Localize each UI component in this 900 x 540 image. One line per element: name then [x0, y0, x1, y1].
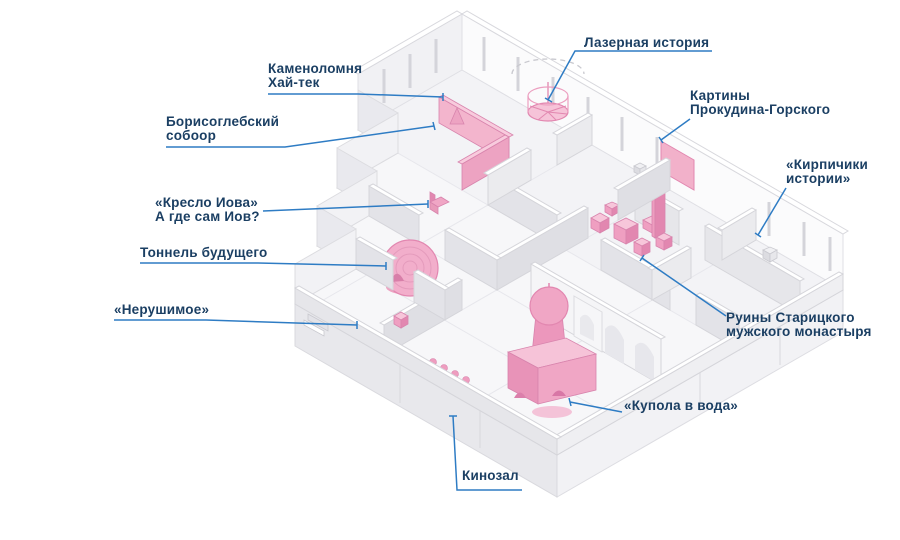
label-kirpichiki: «Кирпичики истории»: [786, 157, 868, 186]
pink-box: [393, 311, 409, 329]
spine-wall: [378, 157, 672, 356]
back-wall-nw: [352, 10, 463, 131]
leader-kirpichiki: [754, 187, 787, 238]
label-nerushimoe: «Нерушимое»: [114, 302, 210, 317]
leader-kinozal: [449, 415, 522, 491]
pink-room-walls: [438, 94, 514, 191]
midroom-wall: [367, 183, 503, 291]
label-kartiny: Картины Прокудина-Горского: [690, 88, 831, 117]
window-slits-nw: [382, 39, 438, 103]
pink-church: [506, 283, 603, 418]
label-kamenolomnya: Каменоломня Хай-тек: [268, 61, 363, 90]
label-borisoglebsky: Борисоглебский собоор: [166, 114, 280, 143]
leader-borisoglebsky: [166, 121, 436, 148]
label-tonnel: Тоннель будущего: [140, 245, 268, 260]
leader-nerushimoe: [114, 319, 358, 329]
step-walls: [294, 89, 399, 305]
wall-right-rooms: [646, 207, 758, 301]
label-kinozal: Кинозал: [462, 468, 519, 483]
leader-tonnel: [140, 262, 387, 270]
pink-cone: [449, 107, 465, 125]
spiral-staircase: [511, 58, 585, 122]
label-kreslo-iova: «Кресло Иова» А где сам Иов?: [155, 195, 260, 224]
leader-kamenolomnya: [268, 93, 444, 101]
label-laser-history: Лазерная история: [584, 35, 710, 50]
front-left-wall: [354, 236, 451, 321]
leader-kartiny: [658, 118, 691, 144]
wall-kamenolomnya: [482, 112, 594, 206]
leader-kupola: [568, 397, 623, 413]
chair: [429, 191, 450, 215]
leader-ruiny: [639, 254, 727, 317]
leader-lines: [114, 50, 787, 491]
leader-kreslo-iova: [262, 200, 429, 212]
perimeter-low-walls: [293, 271, 845, 456]
label-ruiny: Руины Старицкого мужского монастыря: [726, 310, 872, 339]
leader-laser-history: [544, 50, 712, 103]
window-slits-ne: [482, 37, 832, 271]
label-kupola: «Купола в вода»: [624, 398, 738, 413]
